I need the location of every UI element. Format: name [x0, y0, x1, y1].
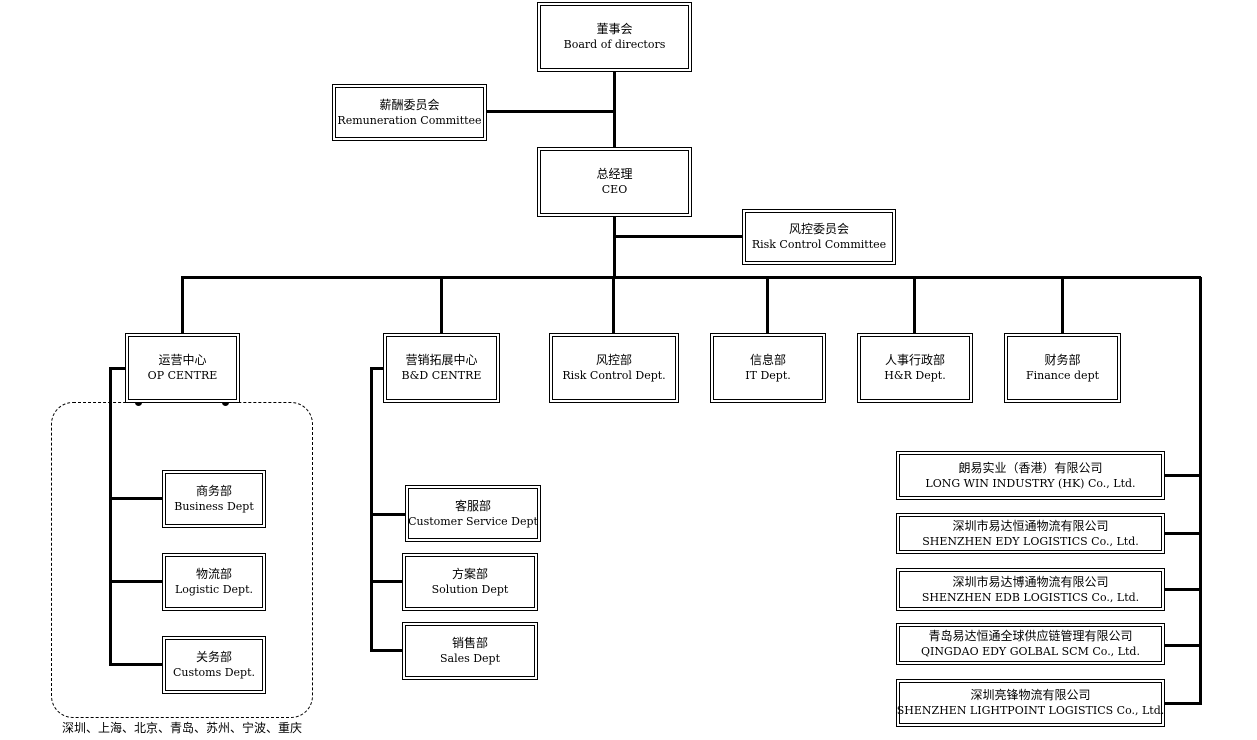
subsidiary-en: LONG WIN INDUSTRY (HK) Co., Ltd. [925, 476, 1136, 490]
connector-line [1163, 532, 1201, 535]
connector-line [371, 513, 407, 516]
connector-line [109, 367, 112, 666]
ceo-en: CEO [601, 183, 628, 196]
connector-line [110, 497, 164, 500]
cities-caption: 深圳、上海、北京、青岛、苏州、宁波、重庆 [62, 721, 303, 735]
finance-dept-zh: 财务部 [1044, 353, 1081, 367]
logistic-dept-zh: 物流部 [195, 567, 232, 581]
board-en: Board of directors [563, 38, 666, 51]
board-of-directors-box: 董事会 Board of directors [537, 2, 692, 72]
ceo-box: 总经理 CEO [537, 147, 692, 217]
finance-dept-box: 财务部 Finance dept [1004, 333, 1121, 403]
connector-line [370, 367, 373, 652]
connector-line [181, 277, 184, 334]
logistic-dept-box: 物流部 Logistic Dept. [162, 553, 266, 611]
business-dept-box: 商务部 Business Dept [162, 470, 266, 528]
hr-dept-en: H&R Dept. [884, 369, 946, 382]
risk-control-dept-box: 风控部 Risk Control Dept. [549, 333, 679, 403]
subsidiary-en: SHENZHEN EDY LOGISTICS Co., Ltd. [922, 534, 1139, 548]
sales-dept-en: Sales Dept [439, 652, 501, 665]
connector-line [1061, 277, 1064, 334]
solution-dept-zh: 方案部 [451, 567, 488, 581]
connector-line [612, 277, 615, 334]
subsidiary-en: SHENZHEN LIGHTPOINT LOGISTICS Co., Ltd. [896, 704, 1165, 717]
connector-line [181, 276, 1201, 279]
sales-dept-box: 销售部 Sales Dept [402, 622, 538, 680]
connector-line [614, 235, 743, 238]
subsidiary-zh: 深圳市易达恒通物流有限公司 [952, 518, 1109, 533]
it-dept-box: 信息部 IT Dept. [710, 333, 826, 403]
connector-line [1163, 588, 1201, 591]
customs-dept-zh: 关务部 [195, 650, 232, 664]
connector-line [371, 580, 404, 583]
op-centre-zh: 运营中心 [158, 353, 207, 367]
risk-dept-zh: 风控部 [595, 353, 632, 367]
hr-dept-box: 人事行政部 H&R Dept. [857, 333, 973, 403]
risk-dept-en: Risk Control Dept. [562, 369, 666, 382]
risk-committee-en: Risk Control Committee [751, 238, 887, 251]
customer-service-zh: 客服部 [454, 498, 491, 513]
risk-committee-zh: 风控委员会 [788, 222, 849, 236]
connector-line [913, 277, 916, 334]
customer-service-en: Customer Service Dept [408, 514, 538, 528]
finance-dept-en: Finance dept [1025, 369, 1100, 382]
it-dept-en: IT Dept. [745, 369, 791, 382]
it-dept-zh: 信息部 [749, 353, 786, 367]
ceo-zh: 总经理 [596, 167, 633, 181]
solution-dept-en: Solution Dept [431, 583, 509, 596]
sales-dept-zh: 销售部 [451, 636, 488, 650]
connector-line [486, 110, 614, 113]
business-dept-en: Business Dept [174, 500, 254, 513]
subsidiary-zh: 深圳市易达博通物流有限公司 [952, 574, 1109, 589]
connector-line [371, 649, 404, 652]
solution-dept-box: 方案部 Solution Dept [402, 553, 538, 611]
subsidiary-zh: 朗易实业（香港）有限公司 [958, 460, 1103, 475]
connector-line [1163, 702, 1201, 705]
connector-line [370, 367, 386, 370]
connector-line [109, 367, 126, 370]
connector-line [1199, 277, 1202, 705]
connector-line [1163, 474, 1201, 477]
bd-centre-zh: 营销拓展中心 [405, 353, 478, 367]
subsidiary-box: 青岛易达恒通全球供应链管理有限公司 QINGDAO EDY GOLBAL SCM … [896, 623, 1165, 665]
customs-dept-box: 关务部 Customs Dept. [162, 636, 266, 694]
remuneration-en: Remuneration Committee [337, 113, 482, 127]
subsidiary-en: SHENZHEN EDB LOGISTICS Co., Ltd. [921, 590, 1140, 604]
bd-centre-en: B&D CENTRE [401, 369, 482, 382]
subsidiary-en: QINGDAO EDY GOLBAL SCM Co., Ltd. [921, 645, 1140, 658]
business-dept-zh: 商务部 [195, 484, 232, 498]
bd-centre-box: 营销拓展中心 B&D CENTRE [383, 333, 500, 403]
customs-dept-en: Customs Dept. [172, 666, 256, 679]
logistic-dept-en: Logistic Dept. [174, 583, 253, 596]
connector-line [440, 277, 443, 334]
hr-dept-zh: 人事行政部 [884, 353, 945, 367]
subsidiary-zh: 深圳亮锋物流有限公司 [970, 688, 1091, 702]
connector-line [110, 663, 164, 666]
board-zh: 董事会 [596, 22, 633, 36]
connector-line [1163, 644, 1201, 647]
op-centre-en: OP CENTRE [147, 369, 218, 382]
risk-control-committee-box: 风控委员会 Risk Control Committee [742, 209, 896, 265]
remuneration-zh: 薪酬委员会 [379, 97, 440, 112]
subsidiary-box: 深圳亮锋物流有限公司 SHENZHEN LIGHTPOINT LOGISTICS … [896, 679, 1165, 727]
connector-line [110, 580, 164, 583]
subsidiary-zh: 青岛易达恒通全球供应链管理有限公司 [928, 629, 1133, 643]
op-centre-box: 运营中心 OP CENTRE [125, 333, 240, 403]
connector-line [766, 277, 769, 334]
